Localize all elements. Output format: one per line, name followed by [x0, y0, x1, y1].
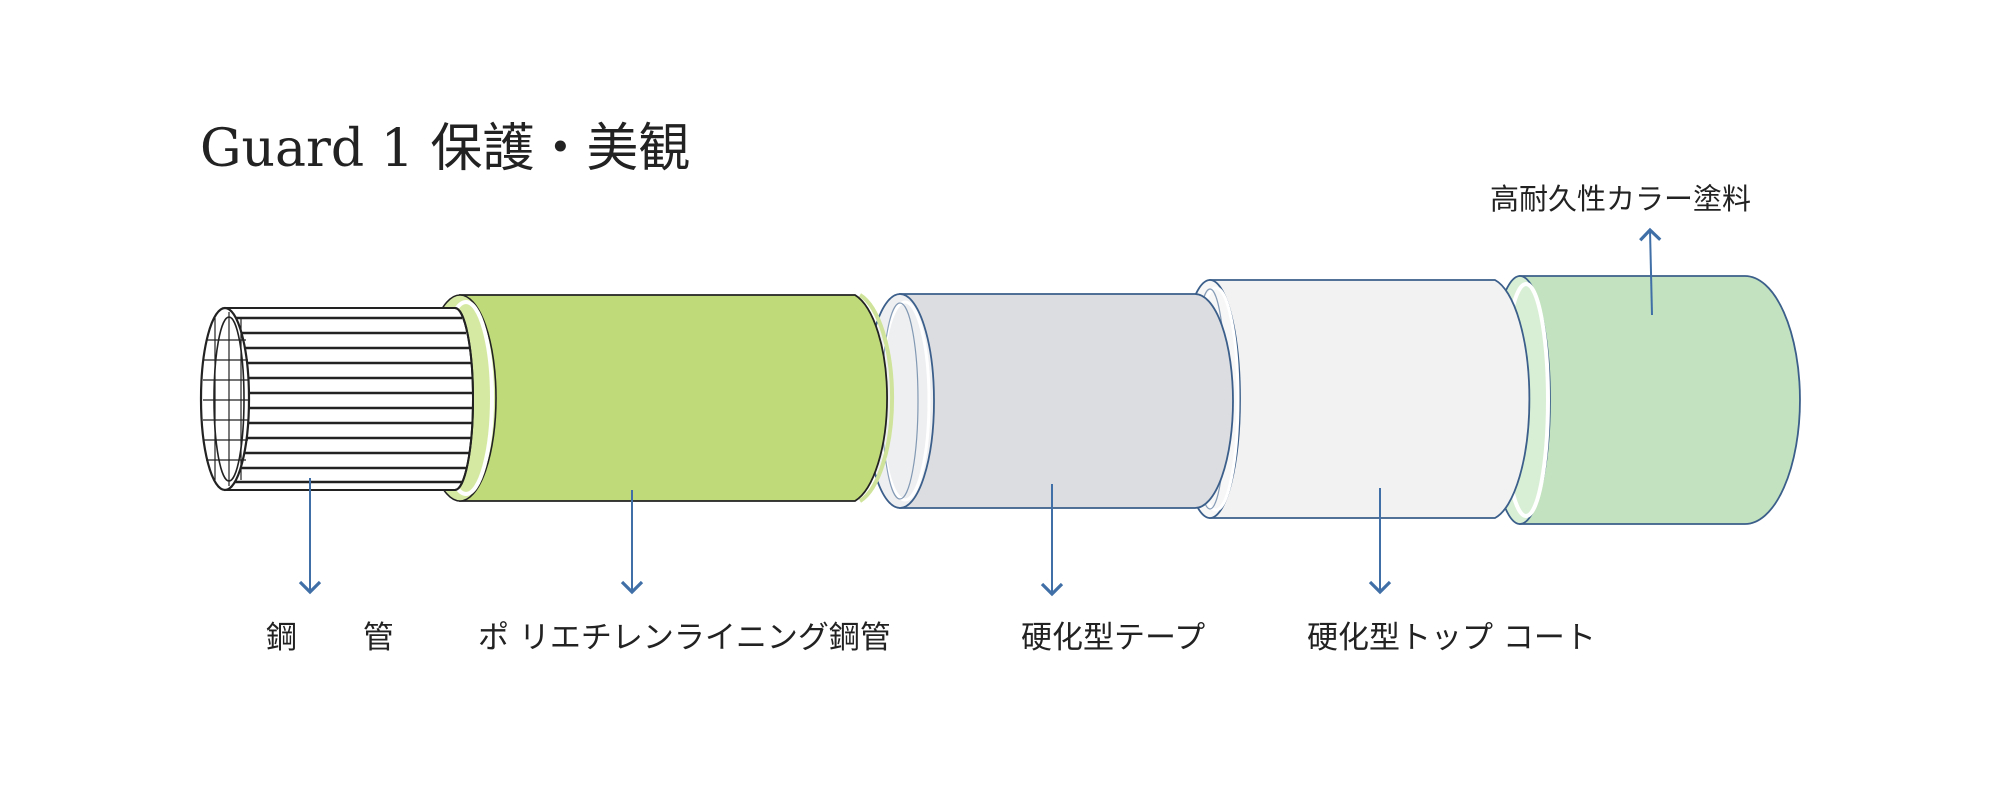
label-durable-color-paint: 高耐久性カラー塗料	[1490, 182, 1752, 216]
pipe-end-hatch	[203, 312, 249, 486]
paint-layer	[1489, 275, 1801, 525]
tape-layer	[865, 293, 1234, 509]
steel-ribs	[204, 316, 473, 484]
steel-pipe-layer	[199, 306, 474, 492]
arrow-paint	[1639, 227, 1662, 316]
polyethylene-layer	[423, 293, 895, 503]
diagram-title: Guard 1 保護・美観	[200, 119, 691, 179]
label-steel-pipe: 鋼 管	[266, 620, 422, 656]
label-hardened-tape: 硬化型テープ	[1021, 620, 1206, 656]
label-polyethylene-lined-pipe: ポ リエチレンライニング鋼管	[478, 620, 891, 656]
label-hardened-top-coat: 硬化型トップ コート	[1307, 620, 1596, 656]
